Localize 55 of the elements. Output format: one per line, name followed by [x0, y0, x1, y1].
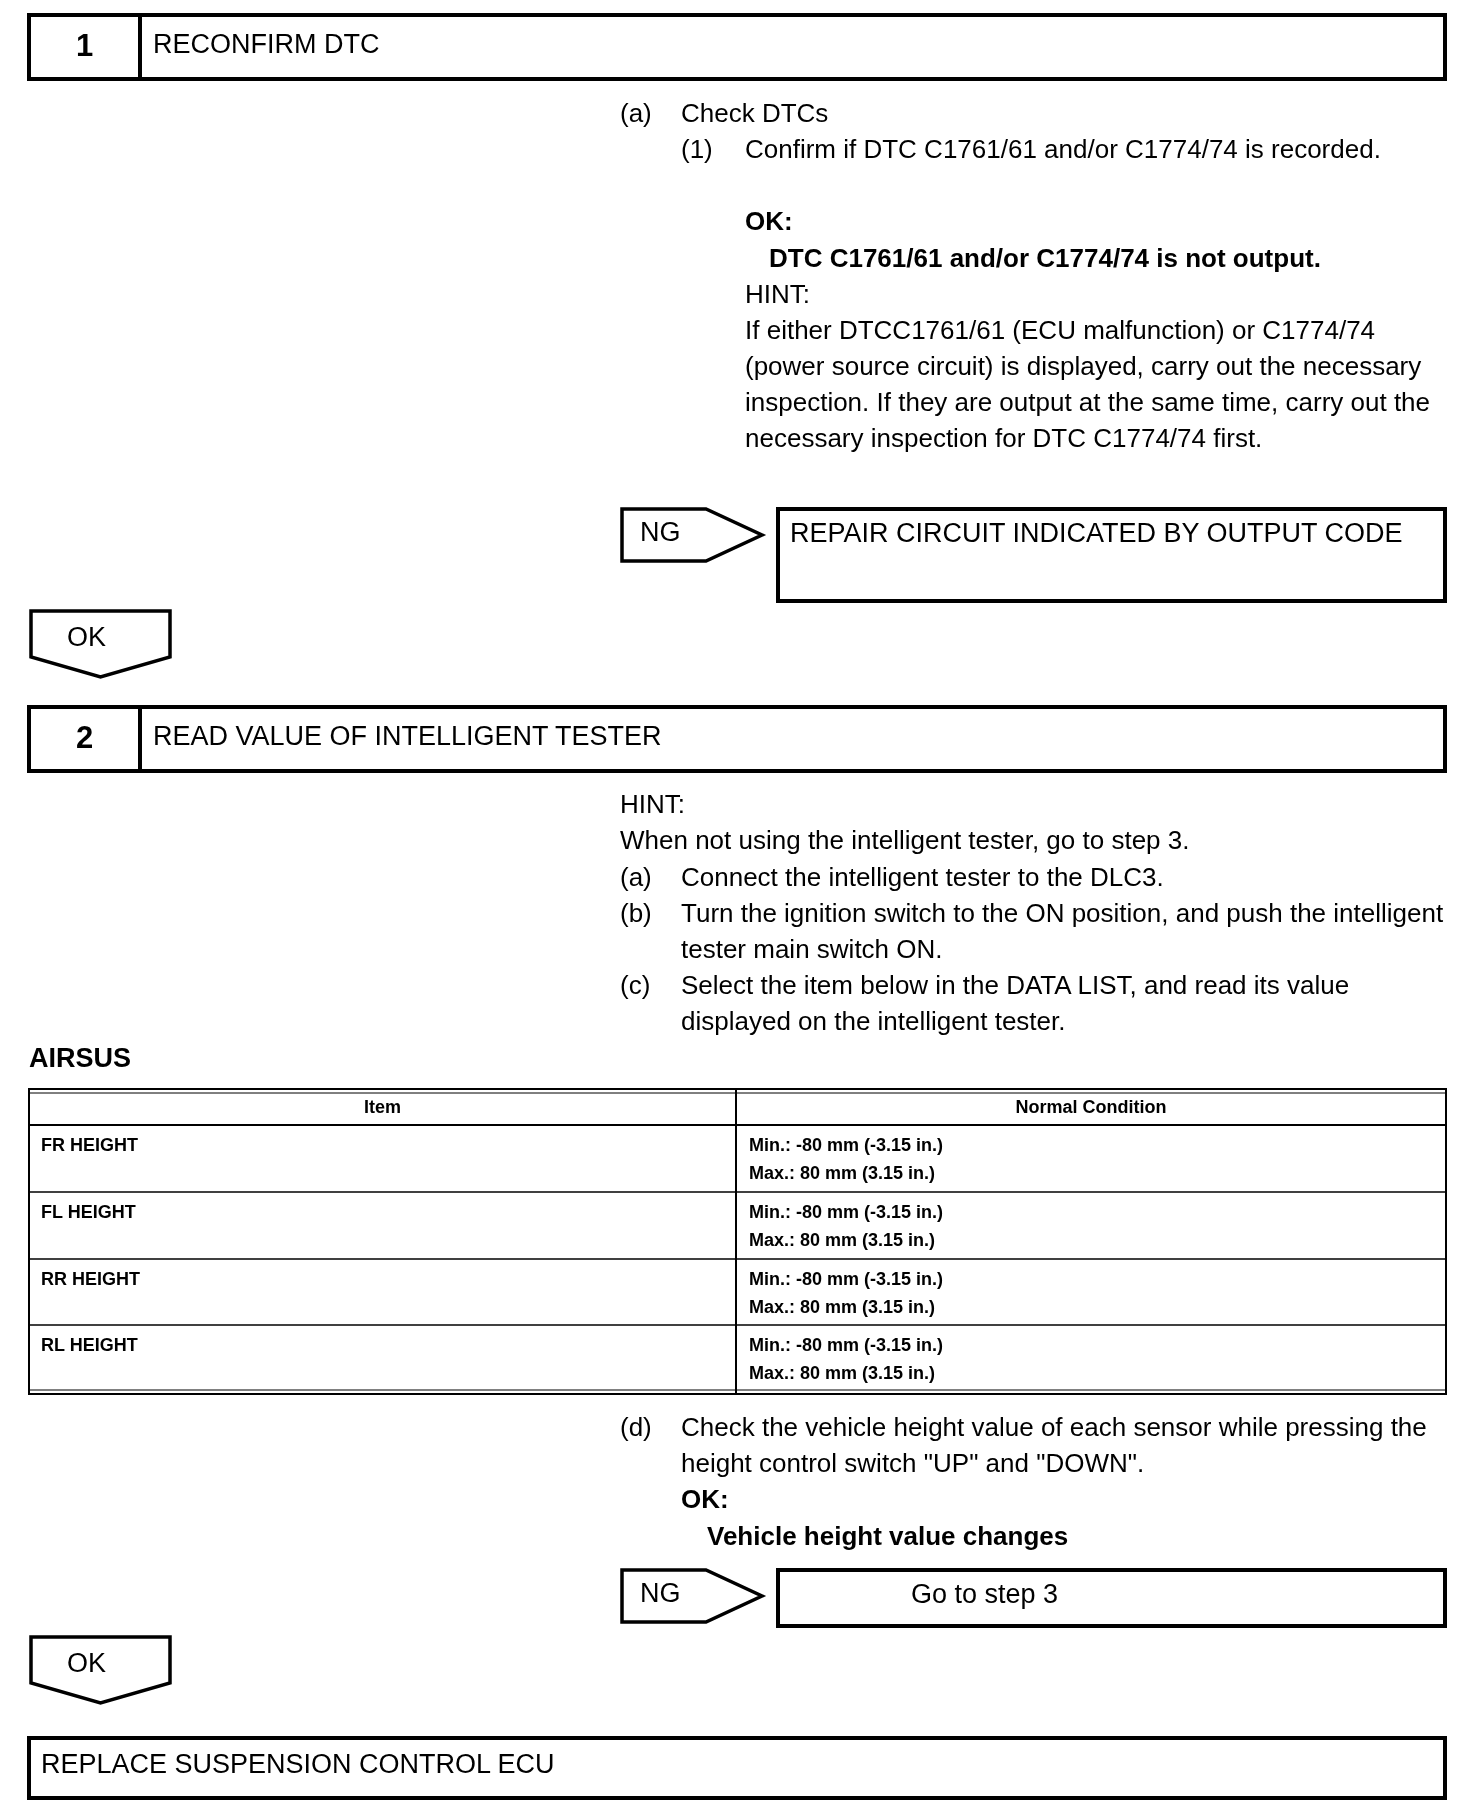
- step-header-box: [27, 705, 1447, 773]
- ng-arrow: [620, 1568, 764, 1624]
- instruction-text: Turn the ignition switch to the ON position, and push the intelligent tester main switch ON.: [681, 897, 1445, 966]
- list-marker: (b): [620, 897, 653, 930]
- step-number: 1: [31, 17, 142, 77]
- hint-heading: HINT:: [620, 788, 686, 821]
- list-marker: (1): [681, 133, 714, 166]
- item-name: RR HEIGHT: [41, 1268, 140, 1291]
- action-text: REPLACE SUSPENSION CONTROL ECU: [41, 1748, 556, 1781]
- normal-range: Max.: 80 mm (3.15 in.): [749, 1362, 936, 1385]
- table-title: AIRSUS: [29, 1042, 131, 1075]
- item-name: RL HEIGHT: [41, 1334, 138, 1357]
- step-header-box: [27, 13, 1447, 81]
- ok-criterion-heading: OK:: [745, 205, 793, 238]
- action-text: Go to step 3: [911, 1578, 1060, 1611]
- normal-range: Min.: -80 mm (-3.15 in.): [749, 1201, 944, 1224]
- ok-arrow: [29, 609, 172, 679]
- branch-label: OK: [67, 621, 106, 654]
- step-number: 2: [31, 709, 142, 769]
- ok-criterion: Vehicle height value changes: [707, 1520, 1069, 1553]
- branch-label: NG: [640, 1577, 681, 1610]
- instruction-text: Check DTCs: [681, 97, 830, 130]
- normal-range: Max.: 80 mm (3.15 in.): [749, 1229, 936, 1252]
- instruction-text: Select the item below in the DATA LIST, and read its value displayed on the intelligent tester.: [681, 969, 1351, 1038]
- ok-arrow: [29, 1635, 172, 1705]
- final-step-box: [27, 1736, 1447, 1800]
- step-title: READ VALUE OF INTELLIGENT TESTER: [153, 720, 662, 753]
- action-text: REPAIR CIRCUIT INDICATED BY OUTPUT CODE: [790, 517, 1404, 550]
- list-marker: (c): [620, 969, 652, 1002]
- ok-criterion-heading: OK:: [681, 1483, 729, 1516]
- action-box: [776, 507, 1447, 603]
- item-name: FR HEIGHT: [41, 1134, 138, 1157]
- column-header: Normal Condition: [1014, 1096, 1168, 1119]
- normal-range: Min.: -80 mm (-3.15 in.): [749, 1268, 944, 1291]
- instruction-text: Confirm if DTC C1761/61 and/or C1774/74 is recorded.: [745, 133, 1382, 166]
- normal-range: Max.: 80 mm (3.15 in.): [749, 1296, 936, 1319]
- action-box: [776, 1568, 1447, 1628]
- normal-range: Max.: 80 mm (3.15 in.): [749, 1162, 936, 1185]
- instruction-text: Check the vehicle height value of each sensor while pressing the height control switch "UP" and "DOWN".: [681, 1411, 1428, 1480]
- normal-range: Min.: -80 mm (-3.15 in.): [749, 1134, 944, 1157]
- branch-label: NG: [640, 516, 681, 549]
- hint-text: If either DTCC1761/61 (ECU malfunction) or C1774/74 (power source circuit) is displayed, carry out the necessary inspection. If they are output at the same time, carry out the necessary inspection for DTC C1774/74 first.: [745, 314, 1432, 455]
- list-marker: (a): [620, 861, 653, 894]
- ng-arrow: [620, 507, 764, 563]
- list-marker: (a): [620, 97, 653, 130]
- list-marker: (d): [620, 1411, 653, 1444]
- hint-text: When not using the intelligent tester, go to step 3.: [620, 824, 1191, 857]
- branch-label: OK: [67, 1647, 106, 1680]
- step-title: RECONFIRM DTC: [153, 28, 380, 61]
- item-name: FL HEIGHT: [41, 1201, 136, 1224]
- instruction-text: Connect the intelligent tester to the DLC3.: [681, 861, 1165, 894]
- ok-criterion: DTC C1761/61 and/or C1774/74 is not output.: [769, 242, 1321, 275]
- normal-range: Min.: -80 mm (-3.15 in.): [749, 1334, 944, 1357]
- hint-heading: HINT:: [745, 278, 811, 311]
- column-header: Item: [363, 1096, 402, 1119]
